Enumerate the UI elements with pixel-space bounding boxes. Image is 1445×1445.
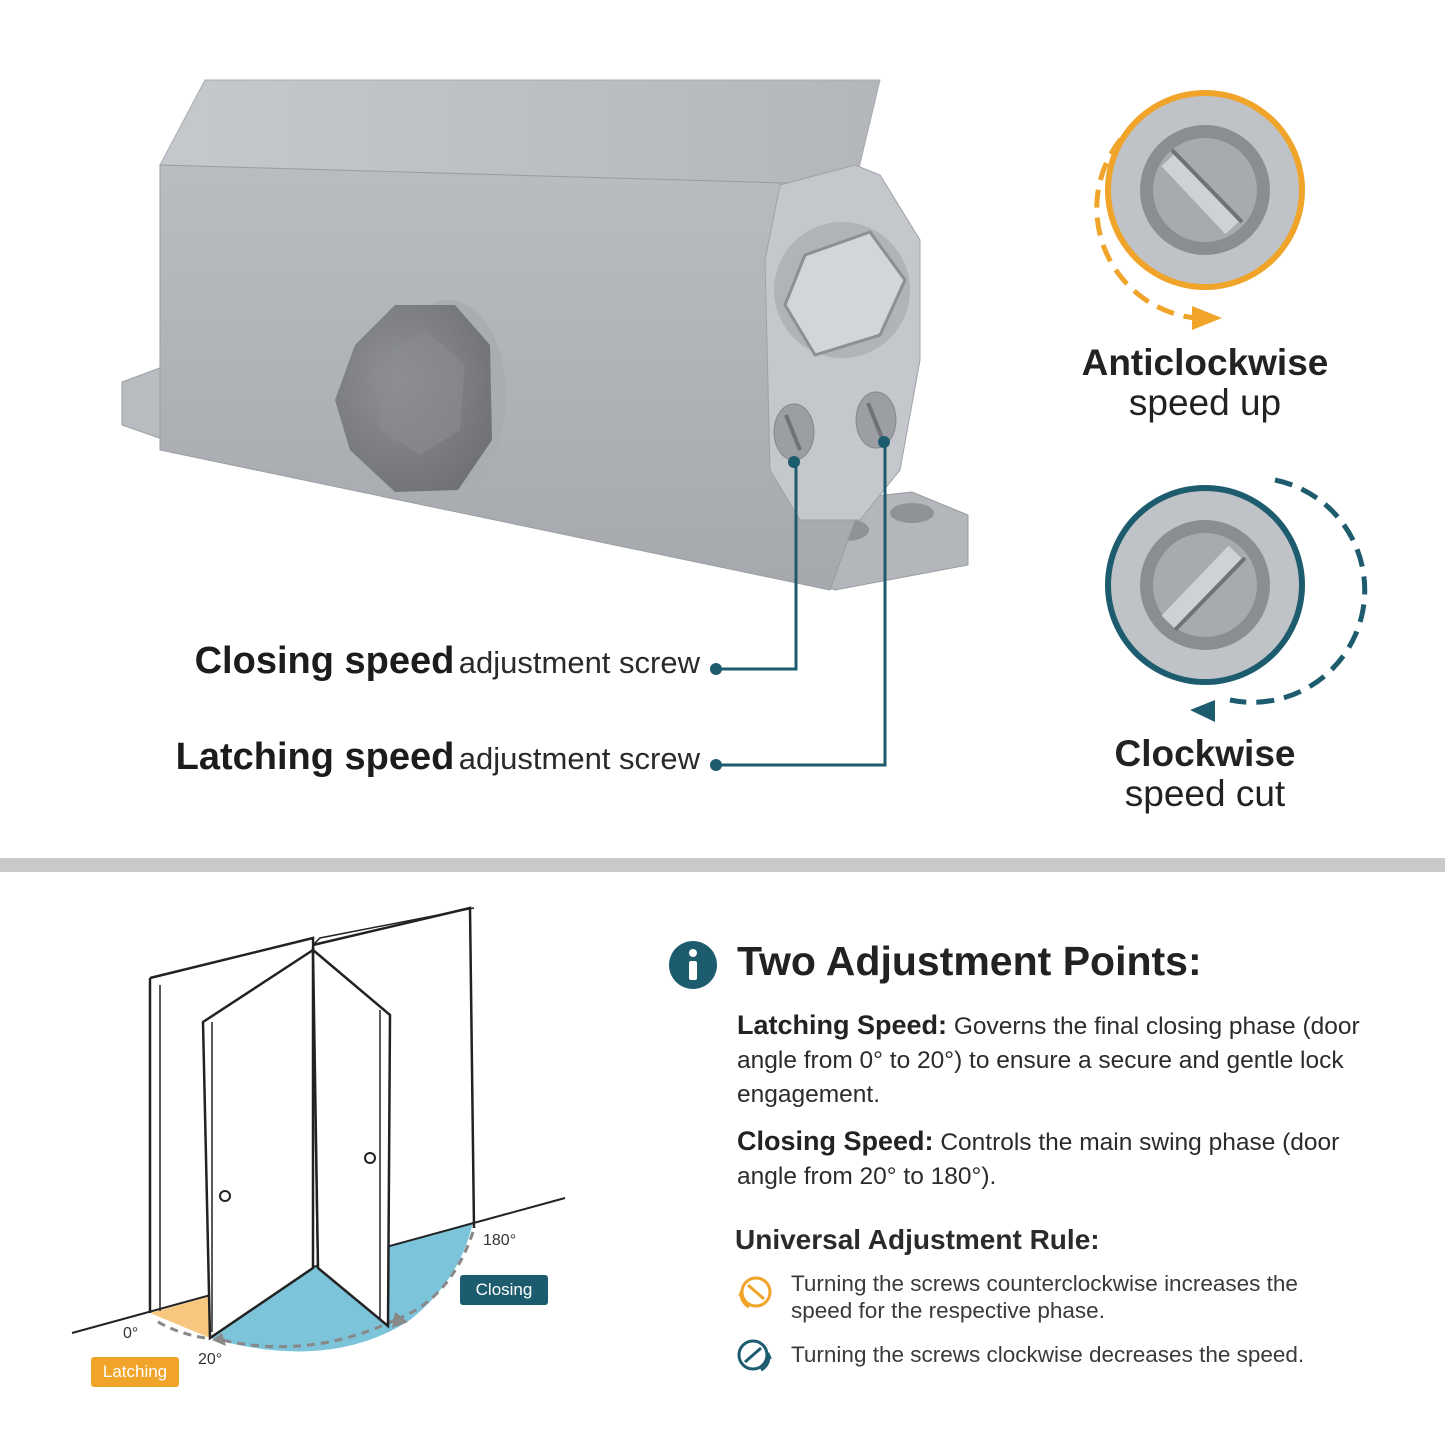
clockwise-label: Clockwise speed cut bbox=[1055, 734, 1355, 814]
latching-speed-bold: Latching speed bbox=[175, 736, 455, 778]
latching-text: Governs the final closing phase (door an… bbox=[737, 1013, 1360, 1108]
clockwise-title: Clockwise bbox=[1114, 733, 1296, 774]
closing-paragraph: Closing Speed: Controls the main swing p… bbox=[737, 1124, 1387, 1194]
counterclockwise-icon bbox=[738, 1276, 772, 1309]
door-closer-illustration bbox=[121, 79, 1368, 771]
info-icon bbox=[669, 941, 717, 989]
latching-callout-dot bbox=[710, 759, 722, 771]
anticlockwise-label: Anticlockwise speed up bbox=[1055, 343, 1355, 423]
clockwise-subtitle: speed cut bbox=[1124, 772, 1286, 814]
rule-ccw-text: Turning the screws counterclockwise incr… bbox=[791, 1271, 1298, 1323]
closing-text: Controls the main swing phase (door angl… bbox=[737, 1129, 1340, 1190]
section-divider bbox=[0, 858, 1445, 872]
latching-key: Latching Speed: bbox=[737, 1010, 948, 1040]
latching-speed-callout: Latching speed adjustment screw bbox=[176, 736, 700, 779]
anticlockwise-title: Anticlockwise bbox=[1081, 342, 1329, 383]
closing-key: Closing Speed: bbox=[737, 1126, 934, 1156]
latching-paragraph: Latching Speed: Governs the final closin… bbox=[737, 1008, 1387, 1112]
closing-speed-bold: Closing speed bbox=[194, 640, 455, 682]
rule-title: Universal Adjustment Rule: bbox=[735, 1224, 1100, 1255]
clockwise-screw-icon bbox=[1105, 477, 1368, 722]
angle-20-label: 20° bbox=[198, 1351, 223, 1368]
clockwise-icon bbox=[737, 1339, 772, 1372]
closing-speed-light: adjustment screw bbox=[458, 645, 700, 680]
anticlockwise-screw-icon bbox=[1094, 90, 1305, 330]
closing-callout-dot bbox=[710, 663, 722, 675]
closing-speed-callout: Closing speed adjustment screw bbox=[195, 640, 700, 683]
closing-tag: Closing bbox=[460, 1275, 548, 1305]
info-title: Two Adjustment Points: bbox=[737, 938, 1202, 984]
rule-cw-text: Turning the screws clockwise decreases t… bbox=[791, 1342, 1305, 1367]
door-swing-diagram bbox=[71, 906, 566, 1352]
latching-tag: Latching bbox=[91, 1357, 179, 1387]
angle-180-label: 180° bbox=[483, 1232, 517, 1249]
angle-0-label: 0° bbox=[123, 1325, 139, 1342]
anticlockwise-subtitle: speed up bbox=[1128, 381, 1282, 423]
latching-speed-light: adjustment screw bbox=[458, 741, 700, 776]
